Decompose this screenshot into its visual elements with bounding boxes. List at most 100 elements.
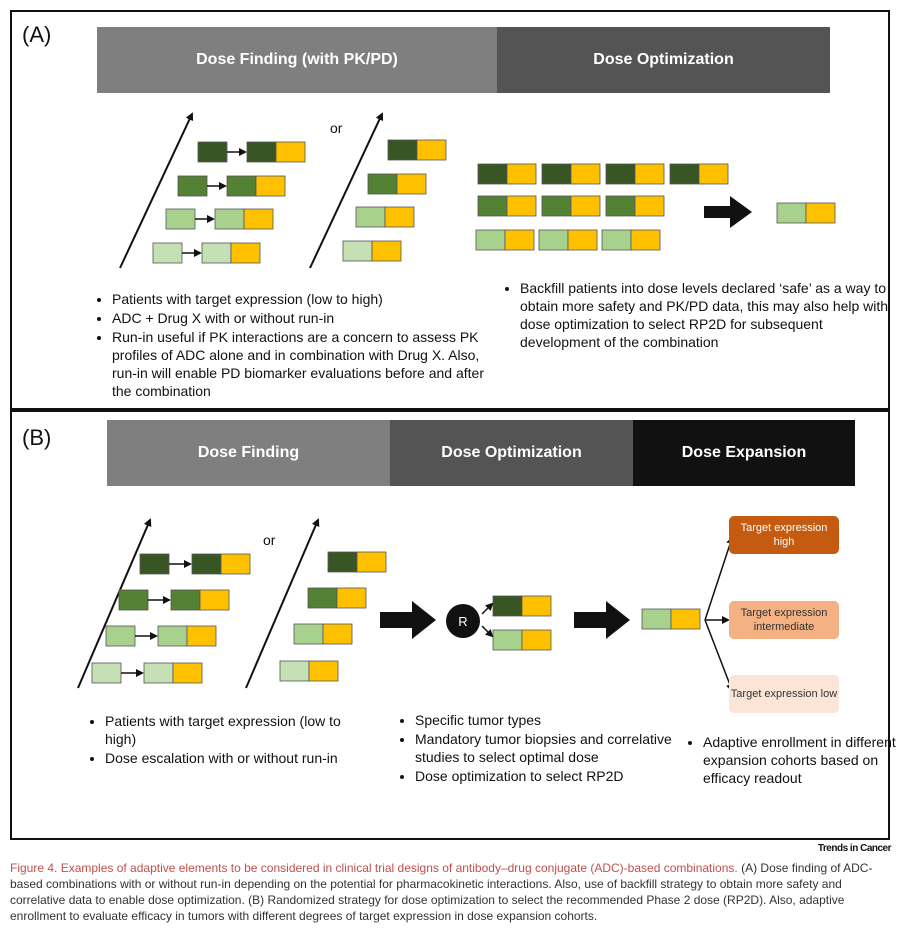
cohort-box-drug	[186, 625, 217, 647]
bullet-item: Mandatory tumor biopsies and correlative…	[415, 730, 675, 766]
bullet-item: Run-in useful if PK interactions are a c…	[112, 328, 492, 400]
cohort-box-drug	[275, 141, 306, 163]
cohort-box-adc	[477, 195, 508, 217]
cohort-box-drug	[172, 662, 203, 684]
panel-b-left-bullets: Patients with target expression (low to …	[85, 712, 365, 768]
cohort-box-adc	[214, 208, 245, 230]
phase-bar-dose-finding-pkpd: Dose Finding (with PK/PD)	[97, 27, 497, 93]
cohort-box-adc	[327, 551, 358, 573]
cohort-box-single	[139, 553, 170, 575]
panel-b-middle-bullets: Specific tumor types Mandatory tumor bio…	[395, 711, 675, 786]
cohort-box-drug	[506, 163, 537, 185]
bullet-item: Dose optimization to select RP2D	[415, 767, 675, 785]
cohort-box-drug	[805, 202, 836, 224]
cohort-box-single	[177, 175, 208, 197]
cohort-box-adc	[475, 229, 506, 251]
cohort-box-adc	[279, 660, 310, 682]
cohort-box-single	[91, 662, 122, 684]
cohort-box-adc	[477, 163, 508, 185]
caption-body: (A) Dose finding of ADC-based combinatio…	[10, 861, 873, 923]
panel-a-cohorts	[152, 139, 836, 264]
cohort-box-drug	[521, 595, 552, 617]
bullet-item: Patients with target expression (low to …	[112, 290, 492, 308]
cohort-box-drug	[384, 206, 415, 228]
figure-caption: Figure 4. Examples of adaptive elements …	[10, 860, 900, 924]
cohort-box-drug	[199, 589, 230, 611]
cohort-box-adc	[307, 587, 338, 609]
escalation-arrow-a2	[309, 112, 384, 269]
cohort-box-drug	[521, 629, 552, 651]
cohort-box-adc	[170, 589, 201, 611]
cohort-box-adc	[669, 163, 700, 185]
cohort-box-drug	[396, 173, 427, 195]
cohort-box-adc	[776, 202, 807, 224]
cohort-box-drug	[634, 195, 665, 217]
cohort-box-drug	[570, 195, 601, 217]
cohort-box-single	[105, 625, 136, 647]
cohort-box-drug	[230, 242, 261, 264]
cohort-box-drug	[416, 139, 447, 161]
cohort-box-adc	[226, 175, 257, 197]
cohort-target-expression-intermediate: Target expression intermediate	[729, 601, 839, 639]
panel-a	[10, 10, 890, 410]
cohort-box-drug	[322, 623, 353, 645]
cohort-box-adc	[342, 240, 373, 262]
panel-b-label: (B)	[22, 425, 52, 450]
cohort-box-adc	[492, 629, 523, 651]
expansion-arrow-low	[704, 619, 734, 692]
cohort-box-drug	[336, 587, 367, 609]
cohort-target-expression-high: Target expression high	[729, 516, 839, 554]
panel-a-right-bullets: Backfill patients into dose levels decla…	[500, 279, 890, 352]
cohort-box-drug	[567, 229, 598, 251]
cohort-box-adc	[157, 625, 188, 647]
randomize-arrow-down	[481, 625, 494, 638]
escalation-arrow-a1	[119, 112, 194, 269]
bullet-item: Adaptive enrollment in different expansi…	[703, 733, 903, 787]
cohort-box-adc	[605, 195, 636, 217]
cohort-box-adc	[601, 229, 632, 251]
cohort-box-drug	[220, 553, 251, 575]
cohort-box-adc	[143, 662, 174, 684]
bullet-item: Patients with target expression (low to …	[105, 712, 365, 748]
cohort-box-drug	[634, 163, 665, 185]
journal-logo: Trends in Cancer	[817, 843, 892, 854]
cohort-box-drug	[255, 175, 286, 197]
cohort-box-drug	[371, 240, 402, 262]
phase-bar-dose-finding: Dose Finding	[107, 420, 390, 486]
cohort-box-single	[197, 141, 228, 163]
cohort-box-adc	[367, 173, 398, 195]
randomize-arrow-up	[481, 602, 494, 615]
bullet-item: Backfill patients into dose levels decla…	[520, 279, 890, 351]
panel-b-right-bullets: Adaptive enrollment in different expansi…	[683, 733, 903, 788]
cohort-box-adc	[293, 623, 324, 645]
block-arrow-b1	[380, 601, 436, 639]
or-label-a: or	[330, 120, 343, 136]
cohort-box-drug	[356, 551, 387, 573]
expansion-arrow-high	[704, 536, 734, 621]
bullet-item: Specific tumor types	[415, 711, 675, 729]
or-label-b: or	[263, 532, 276, 548]
panel-a-label: (A)	[22, 22, 52, 47]
cohort-box-adc	[246, 141, 277, 163]
cohort-box-drug	[630, 229, 661, 251]
cohort-box-drug	[506, 195, 537, 217]
cohort-box-adc	[641, 608, 672, 630]
cohort-target-expression-low: Target expression low	[729, 675, 839, 713]
caption-title: Figure 4. Examples of adaptive elements …	[10, 861, 738, 875]
phase-bar-dose-optimization-a: Dose Optimization	[497, 27, 830, 93]
phase-bar-dose-expansion: Dose Expansion	[633, 420, 855, 486]
cohort-box-adc	[201, 242, 232, 264]
cohort-box-drug	[698, 163, 729, 185]
cohort-box-adc	[541, 195, 572, 217]
panel-b	[10, 410, 890, 840]
bullet-item: ADC + Drug X with or without run-in	[112, 309, 492, 327]
randomization-circle: R	[446, 604, 480, 638]
cohort-box-single	[165, 208, 196, 230]
cohort-box-adc	[492, 595, 523, 617]
cohort-box-single	[152, 242, 183, 264]
diagram-shapes	[77, 112, 836, 692]
cohort-box-adc	[191, 553, 222, 575]
panel-a-left-bullets: Patients with target expression (low to …	[92, 290, 492, 401]
cohort-box-adc	[538, 229, 569, 251]
cohort-box-drug	[243, 208, 274, 230]
